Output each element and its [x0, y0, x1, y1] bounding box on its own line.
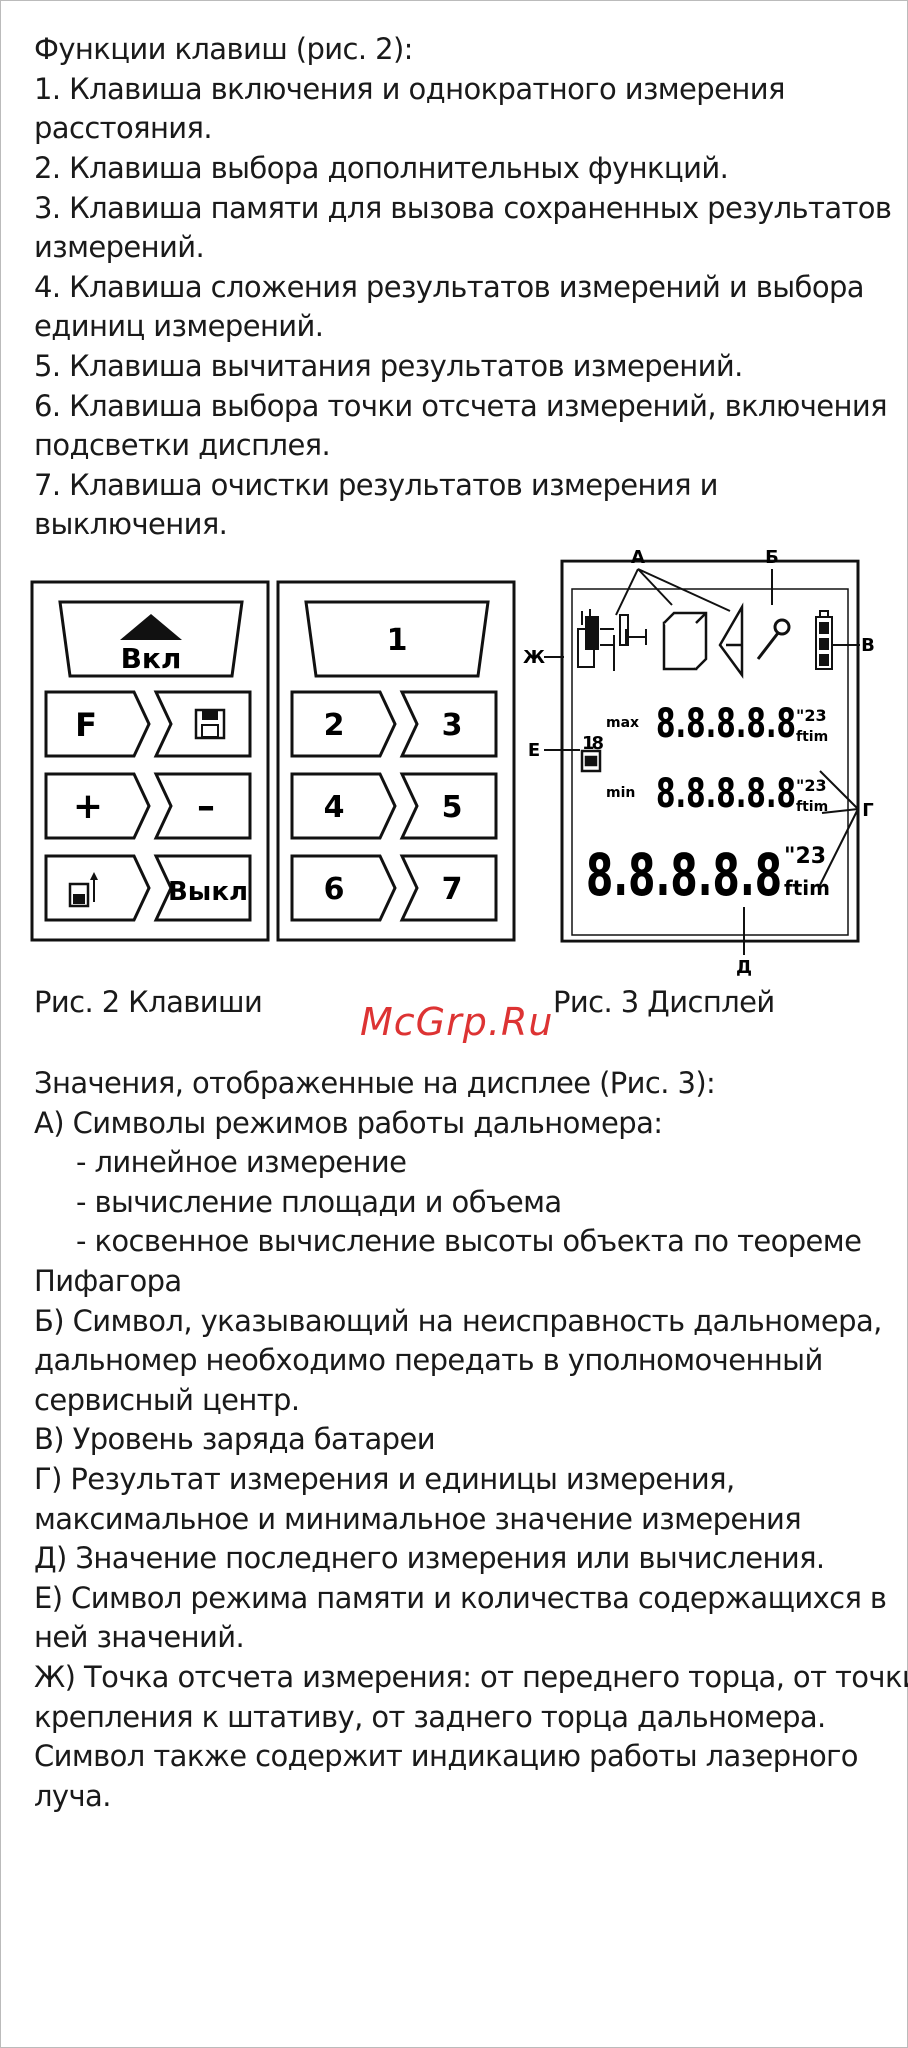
min-unit-exp: "23: [796, 776, 827, 795]
legend-line: Ж) Точка отсчета измерения: от переднего…: [34, 1660, 908, 1694]
caption-keys: Рис. 2 Клавиши: [34, 985, 263, 1019]
legend-line: Д) Значение последнего измерения или выч…: [34, 1541, 825, 1575]
reference-point-symbol-icon: [577, 609, 615, 671]
min-unit: ftim: [796, 799, 828, 815]
legend-line: А) Символы режимов работы дальномера:: [34, 1106, 663, 1140]
main-unit: ftim: [784, 876, 830, 900]
legend-line: Б) Символ, указывающий на неисправность …: [34, 1304, 882, 1338]
min-label: min: [606, 785, 635, 801]
key-f-label: F: [75, 706, 97, 744]
intro-line: 1. Клавиша включения и однократного изме…: [34, 72, 785, 106]
key-1-label: 1: [387, 623, 408, 658]
legend-line: - линейное измерение: [76, 1145, 407, 1179]
callout-d: Д: [736, 957, 752, 978]
legend-line: крепления к штативу, от заднего торца да…: [34, 1700, 826, 1734]
up-triangle-icon: [120, 614, 182, 640]
callout-v: В: [861, 635, 875, 656]
legend-line: сервисный центр.: [34, 1383, 300, 1417]
key-2-label: 2: [324, 708, 345, 743]
intro-line: Функции клавиш (рис. 2):: [34, 32, 413, 66]
callout-g: Г: [862, 800, 873, 821]
keypad-numbers-figure: 1 2 3 4 5 6 7: [276, 580, 516, 942]
intro-line: 4. Клавиша сложения результатов измерени…: [34, 270, 865, 304]
memory-count: 18: [582, 733, 604, 754]
legend-line: В) Уровень заряда батареи: [34, 1422, 436, 1456]
callout-a: А: [631, 547, 645, 568]
intro-line: 5. Клавиша вычитания результатов измерен…: [34, 349, 743, 383]
watermark: McGrp.Ru: [360, 1000, 554, 1044]
max-digits: 8.8.8.8.8: [656, 701, 796, 747]
key-7-label: 7: [442, 872, 463, 907]
callout-e: Е: [528, 740, 540, 761]
keypad-symbols-figure: Вкл F + – Выкл: [30, 580, 270, 942]
intro-line: единиц измерений.: [34, 309, 324, 343]
legend-line: дальномер необходимо передать в уполномо…: [34, 1343, 823, 1377]
legend-line: Е) Символ режима памяти и количества сод…: [34, 1581, 887, 1615]
wrench-icon: [756, 618, 791, 660]
battery-icon: [815, 610, 833, 670]
callout-zh: Ж: [523, 647, 545, 668]
floppy-disk-icon: [194, 708, 226, 740]
intro-line: подсветки дисплея.: [34, 428, 331, 462]
key-plus-label: +: [73, 786, 103, 827]
legend-line: Символ также содержит индикацию работы л…: [34, 1739, 858, 1773]
legend-line: ней значений.: [34, 1620, 245, 1654]
legend-line: Г) Результат измерения и единицы измерен…: [34, 1462, 735, 1496]
key-3-label: 3: [442, 708, 463, 743]
intro-line: измерений.: [34, 230, 205, 264]
max-label: max: [606, 715, 639, 731]
memory-symbol-icon: [580, 749, 602, 773]
key-5-label: 5: [442, 790, 463, 825]
key-6-label: 6: [324, 872, 345, 907]
legend-line: - косвенное вычисление высоты объекта по…: [76, 1224, 862, 1258]
main-unit-exp: "23: [784, 844, 826, 869]
display-lcd-inner: [571, 588, 849, 936]
caption-display: Рис. 3 Дисплей: [553, 985, 775, 1019]
key-on-label: Вкл: [121, 642, 182, 675]
intro-line: 7. Клавиша очистки результатов измерения…: [34, 468, 718, 502]
key-minus-label: –: [197, 786, 215, 827]
legend-line: Значения, отображенные на дисплее (Рис. …: [34, 1066, 716, 1100]
legend-line: максимальное и минимальное значение изме…: [34, 1502, 802, 1536]
intro-line: расстояния.: [34, 111, 213, 145]
legend-line: луча.: [34, 1779, 111, 1813]
legend-line: - вычисление площади и объема: [76, 1185, 562, 1219]
legend-line: Пифагора: [34, 1264, 182, 1298]
intro-line: 2. Клавиша выбора дополнительных функций…: [34, 151, 729, 185]
max-unit: ftim: [796, 729, 828, 745]
intro-line: выключения.: [34, 507, 228, 541]
display-figure: А Б В Ж Е Г Д: [523, 547, 875, 978]
key-off-label: Выкл: [168, 877, 248, 907]
reference-point-icon: [68, 872, 98, 908]
area-volume-icon: [662, 611, 708, 671]
max-unit-exp: "23: [796, 706, 827, 725]
pythagoras-icon: [718, 602, 744, 679]
min-digits: 8.8.8.8.8: [656, 771, 796, 817]
intro-line: 6. Клавиша выбора точки отсчета измерени…: [34, 389, 888, 423]
key-4-label: 4: [324, 790, 345, 825]
callout-b: Б: [765, 547, 779, 568]
linear-measure-icon: [619, 614, 647, 646]
main-digits: 8.8.8.8.8: [586, 841, 782, 909]
intro-line: 3. Клавиша памяти для вызова сохраненных…: [34, 191, 892, 225]
